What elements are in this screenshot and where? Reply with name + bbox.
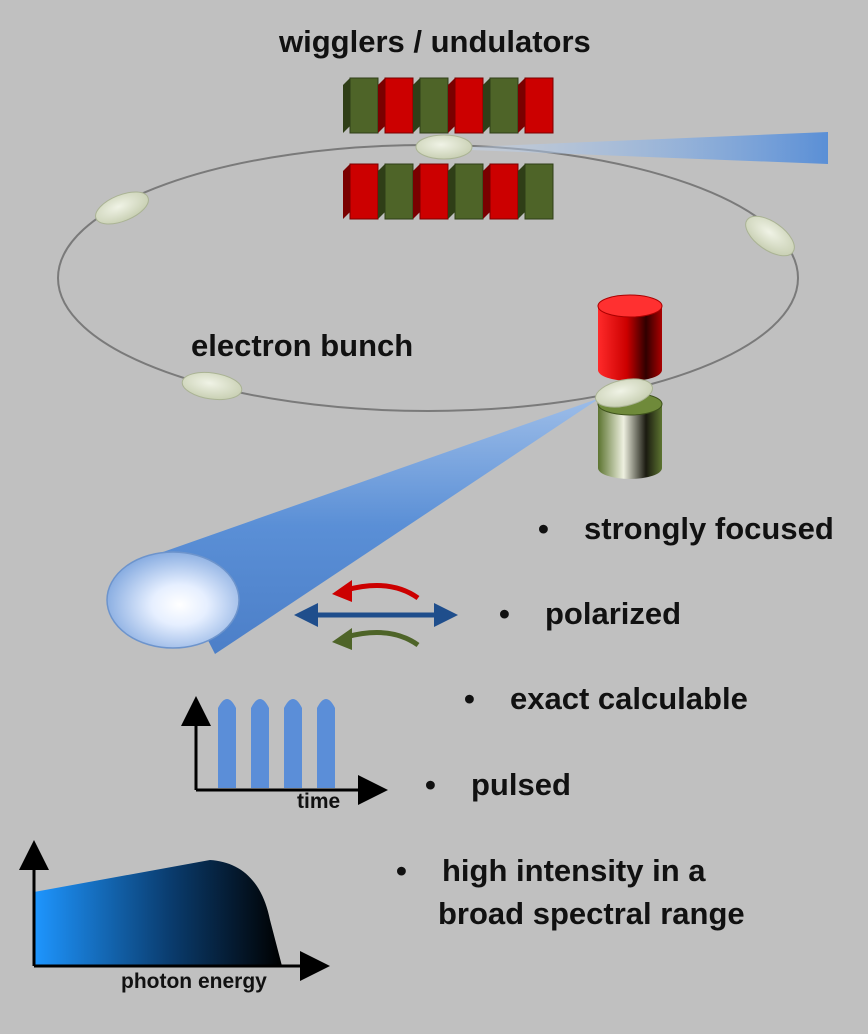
bullet-glyph: • <box>464 681 475 716</box>
pulse <box>284 699 302 788</box>
rotation-arrowhead-red <box>332 580 352 602</box>
magnet-block-side <box>413 78 420 133</box>
magnet-block <box>419 163 449 220</box>
bullet-strongly-focused: strongly focused <box>584 511 834 546</box>
rotation-arrowhead-green <box>332 628 352 650</box>
bullet-pulsed: pulsed <box>471 767 571 802</box>
polarization-arrowhead-right <box>434 603 458 627</box>
magnet-block-side <box>448 78 455 133</box>
magnet-block-side <box>378 164 385 219</box>
bending-magnet-upper <box>597 294 663 381</box>
bullet-exact-calculable: exact calculable <box>510 681 748 716</box>
bullet-glyph: • <box>538 511 549 546</box>
pulse <box>251 699 269 788</box>
electron-bunch <box>415 134 473 160</box>
magnet-block <box>384 163 414 220</box>
bending-magnet-beam <box>163 398 600 654</box>
magnet-block <box>454 77 484 134</box>
rotation-arrow-red <box>345 583 420 601</box>
bullet-high-intensity-line2: broad spectral range <box>438 896 745 931</box>
magnet-block-side <box>413 164 420 219</box>
electron-bunch <box>95 191 149 225</box>
undulator-magnets-lower <box>343 163 554 220</box>
magnet-block <box>384 77 414 134</box>
polarization-arrowhead-left <box>294 603 318 627</box>
label-insertion-device: wigglers / undulators <box>279 24 591 59</box>
magnet-block <box>489 77 519 134</box>
label-time-axis: time <box>297 790 341 813</box>
magnet-block-side <box>518 164 525 219</box>
magnet-block-side <box>518 78 525 133</box>
magnet-block-side <box>343 78 350 133</box>
magnet-block-side <box>483 78 490 133</box>
magnet-block-side <box>378 78 385 133</box>
bullet-polarized: polarized <box>545 596 682 631</box>
magnet-block-side <box>343 164 350 219</box>
bullet-glyph: • <box>425 767 436 802</box>
electron-bunch <box>745 215 795 257</box>
undulator-magnets-upper <box>343 77 554 134</box>
magnet-block <box>524 163 554 220</box>
bullet-glyph: • <box>499 596 510 631</box>
label-photon-energy-axis: photon energy <box>121 970 267 993</box>
magnet-block-side <box>483 164 490 219</box>
magnet-block <box>454 163 484 220</box>
magnet-block <box>349 163 379 220</box>
bullet-high-intensity-line1: high intensity in a <box>442 853 706 888</box>
magnet-block-side <box>448 164 455 219</box>
electron-bunch <box>595 378 653 408</box>
pulse <box>218 699 236 788</box>
bullet-glyph: • <box>396 853 407 888</box>
pulse-train <box>218 699 335 788</box>
beam-cross-section <box>106 551 240 649</box>
label-electron-bunch: electron bunch <box>191 328 414 363</box>
undulator-beam <box>470 132 828 164</box>
spectrum-curve <box>34 860 282 966</box>
magnet-block <box>419 77 449 134</box>
magnet-block <box>524 77 554 134</box>
electron-bunch <box>181 371 243 401</box>
magnet-block <box>489 163 519 220</box>
magnet-block <box>349 77 379 134</box>
rotation-arrow-green <box>345 630 420 648</box>
pulse <box>317 699 335 788</box>
